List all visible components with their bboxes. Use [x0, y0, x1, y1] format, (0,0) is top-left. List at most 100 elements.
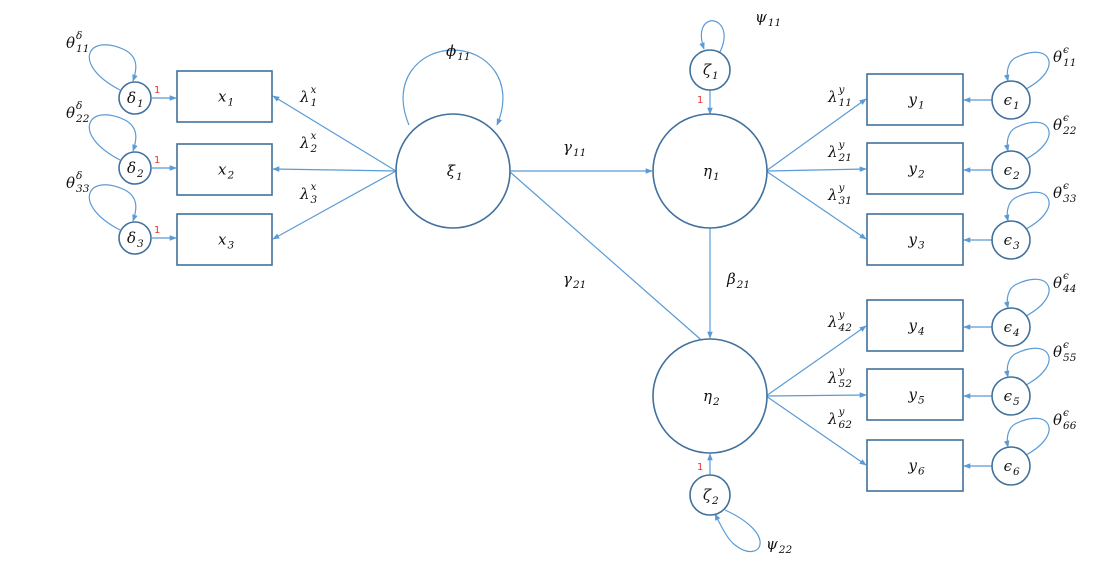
label-lambda-y62-symbol: λ — [827, 410, 838, 428]
node-eps5-symbol: ϵ — [1004, 387, 1013, 405]
arrow-eta2-y5 — [766, 392, 867, 398]
node-eps6-subscript: 6 — [1013, 466, 1020, 478]
node-y2 — [866, 142, 964, 195]
label-gamma21-symbol: γ — [563, 270, 572, 288]
node-delta1-symbol: δ — [127, 89, 136, 107]
label-lambda-y42-superscript: y — [838, 309, 846, 321]
node-eps4-symbol: ϵ — [1004, 318, 1013, 336]
node-delta2 — [118, 151, 152, 185]
label-theta-eps-22-subscript: 22 — [1062, 125, 1077, 137]
label-theta-eps-55-symbol: θ — [1053, 343, 1062, 361]
arrow-eta2-y4 — [765, 325, 867, 397]
variance-loop-theta-eps-44 — [1003, 278, 1050, 317]
node-x1-subscript: 1 — [228, 97, 235, 109]
node-y6-symbol: y — [908, 457, 918, 475]
label-lambda-y21-symbol: λ — [827, 143, 838, 161]
label-lambda-y31-symbol: λ — [827, 186, 838, 204]
variance-loop-theta-eps-33 — [1003, 191, 1050, 230]
fixed-loading-fix-zeta1: 1 — [697, 95, 703, 106]
label-theta-eps-33-symbol: θ — [1053, 184, 1062, 202]
variance-loop-theta-delta-33 — [88, 184, 138, 231]
label-theta-eps-22-symbol: θ — [1053, 116, 1062, 134]
node-eps6-symbol: ϵ — [1004, 457, 1013, 475]
label-lambda-x3-subscript: 3 — [311, 194, 318, 206]
label-gamma11-symbol: γ — [563, 138, 572, 156]
node-eps5 — [991, 376, 1031, 416]
node-y1 — [866, 73, 964, 126]
label-theta-delta-33-superscript: δ — [76, 170, 82, 182]
label-theta-eps-44-symbol: θ — [1053, 274, 1062, 292]
node-eta2-subscript: 2 — [712, 396, 720, 408]
label-theta-delta-11-symbol: θ — [66, 34, 75, 52]
label-beta21-subscript: 21 — [736, 279, 750, 291]
label-lambda-x1-subscript: 1 — [311, 97, 318, 109]
label-lambda-x3-superscript: x — [311, 181, 317, 193]
label-lambda-y52-superscript: y — [838, 365, 846, 377]
node-y1-symbol: y — [908, 91, 918, 109]
node-x3 — [176, 213, 273, 266]
label-theta-eps-66-subscript: 66 — [1063, 420, 1077, 432]
node-eta1-subscript: 1 — [713, 171, 720, 183]
label-lambda-y21-superscript: y — [838, 139, 846, 151]
node-eps1-subscript: 1 — [1013, 100, 1020, 112]
label-lambda-y11-subscript: 11 — [839, 97, 852, 109]
label-lambda-y42-symbol: λ — [827, 313, 838, 331]
label-lambda-x2-subscript: 2 — [310, 143, 318, 155]
node-eps2-subscript: 2 — [1012, 170, 1020, 182]
node-y5-subscript: 5 — [918, 395, 925, 407]
node-y2-symbol: y — [908, 160, 918, 178]
label-psi11-symbol: ψ — [755, 8, 767, 26]
variance-loop-theta-eps-66 — [1003, 417, 1050, 456]
node-y5-symbol: y — [908, 386, 918, 404]
node-zeta1-symbol: ζ — [703, 61, 712, 79]
label-psi22-symbol: ψ — [766, 535, 778, 553]
node-zeta2-symbol: ζ — [703, 486, 712, 504]
label-lambda-x1-symbol: λ — [299, 88, 310, 106]
label-lambda-y11-superscript: y — [838, 84, 846, 96]
label-theta-eps-44-superscript: ϵ — [1063, 270, 1069, 282]
label-theta-eps-22-superscript: ϵ — [1063, 112, 1069, 124]
node-eta1-symbol: η — [703, 162, 712, 180]
fixed-loading-fix-delta1: 1 — [154, 85, 160, 96]
label-psi11-subscript: 11 — [768, 17, 781, 29]
label-lambda-x3-symbol: λ — [299, 185, 310, 203]
node-delta3-subscript: 3 — [137, 238, 144, 250]
label-theta-delta-33-subscript: 33 — [76, 183, 90, 195]
node-delta3-symbol: δ — [127, 229, 136, 247]
node-x2-subscript: 2 — [227, 170, 235, 182]
arrow-xi1-x2 — [272, 166, 397, 172]
node-zeta1 — [689, 49, 731, 91]
node-zeta2-subscript: 2 — [711, 495, 719, 507]
fixed-loading-fix-delta3: 1 — [154, 225, 160, 236]
label-beta21-symbol: β — [726, 270, 736, 288]
node-y4-subscript: 4 — [917, 326, 925, 338]
node-eps1-symbol: ϵ — [1004, 91, 1013, 109]
node-eps6 — [991, 446, 1031, 486]
node-x2-symbol: x — [218, 161, 227, 179]
label-lambda-y52-symbol: λ — [827, 369, 838, 387]
arrow-eta2-y6 — [765, 395, 867, 466]
node-eps2-symbol: ϵ — [1004, 161, 1013, 179]
label-gamma21-subscript: 21 — [572, 279, 586, 291]
node-eps3-symbol: ϵ — [1004, 231, 1013, 249]
label-theta-eps-66-symbol: θ — [1053, 411, 1062, 429]
variance-loop-theta-eps-55 — [1003, 347, 1050, 386]
node-eta1 — [652, 113, 768, 229]
fixed-loading-fix-zeta2: 1 — [697, 462, 703, 473]
label-lambda-y52-subscript: 52 — [839, 378, 853, 390]
node-zeta2 — [689, 474, 731, 516]
node-eps4-subscript: 4 — [1012, 327, 1020, 339]
label-theta-eps-44-subscript: 44 — [1062, 283, 1076, 295]
label-lambda-y31-superscript: y — [838, 182, 846, 194]
node-eps3 — [991, 220, 1031, 260]
variance-loop-theta-delta-11 — [88, 44, 138, 91]
label-lambda-x1-superscript: x — [311, 84, 317, 96]
node-eta2-symbol: η — [703, 387, 712, 405]
label-theta-eps-66-superscript: ϵ — [1063, 407, 1069, 419]
label-lambda-x2-superscript: x — [311, 130, 317, 142]
variance-loop-psi11 — [699, 20, 725, 53]
label-lambda-y21-subscript: 21 — [838, 152, 852, 164]
node-x3-symbol: x — [218, 231, 227, 249]
node-delta1 — [118, 81, 152, 115]
label-theta-eps-33-subscript: 33 — [1063, 193, 1077, 205]
